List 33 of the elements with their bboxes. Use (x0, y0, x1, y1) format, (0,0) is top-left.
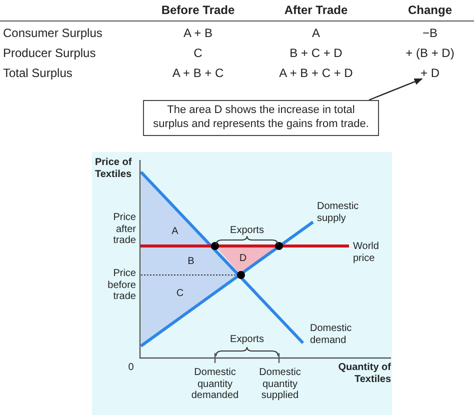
table-value: + (B + D) (404, 47, 456, 61)
line-label: World price (353, 241, 380, 264)
row-header: Total Surplus (3, 67, 74, 81)
table-value: B + C + D (288, 47, 344, 61)
column-header: Change (406, 4, 453, 18)
area-label: C (175, 288, 185, 300)
table-value: A + B + C (171, 67, 225, 81)
curve-label: Domestic supply (317, 201, 360, 224)
brace-label: Exports (229, 225, 265, 236)
axis-label: Price before trade (106, 268, 136, 302)
axis-label: Domestic quantity demanded (190, 367, 240, 402)
leader-arrow (368, 78, 423, 101)
column-header: After Trade (283, 4, 349, 18)
area-label: B (186, 256, 196, 268)
area-label: D (238, 253, 248, 264)
axis-label: 0 (127, 362, 135, 374)
axis-title: Quantity of Textiles (337, 362, 391, 385)
callout-box: The area D shows the increase in total surplus and represents the gains from trade. (143, 100, 379, 136)
axis-label: Price after trade (112, 212, 136, 246)
axis-title: Price of Textiles (95, 157, 133, 180)
table-value: A (310, 27, 321, 41)
table-value: A + B + C + D (278, 67, 354, 81)
brace-label: Exports (229, 334, 265, 346)
table-value: + D (410, 67, 450, 81)
area-label: A (170, 226, 180, 238)
row-header: Producer Surplus (3, 47, 97, 61)
table-value: A + B (182, 27, 214, 41)
row-header: Consumer Surplus (3, 27, 104, 41)
table-value: C (192, 47, 204, 61)
curve-label: Domestic demand (310, 323, 353, 346)
table-value: −B (421, 27, 438, 41)
axis-label: Domestic quantity supplied (258, 367, 302, 402)
column-header: Before Trade (160, 4, 236, 18)
